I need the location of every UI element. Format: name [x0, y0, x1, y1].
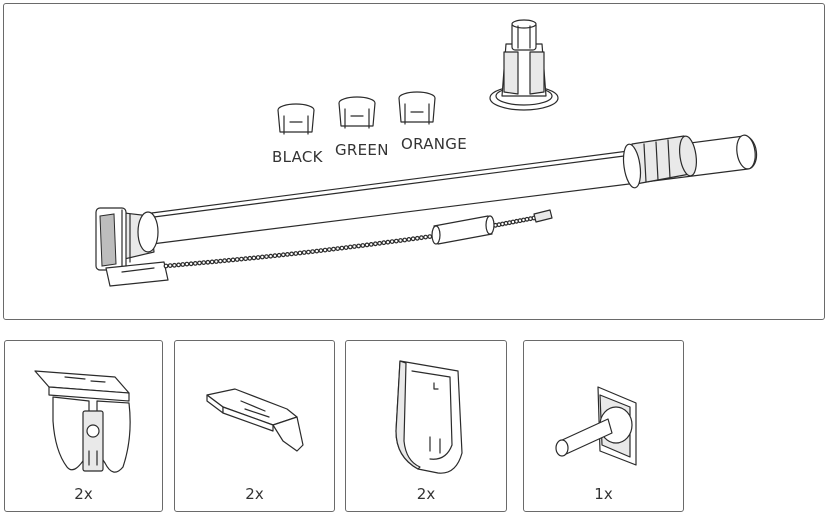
clip-drawings	[277, 91, 436, 135]
chain-bead	[301, 250, 307, 255]
part-quantity: 2x	[245, 485, 264, 503]
chain-bead	[377, 240, 383, 246]
idler-pin-drawing	[555, 386, 637, 466]
part-card-idler-pin: 1x	[523, 340, 684, 512]
chain-bead	[217, 258, 223, 264]
chain-bead	[171, 262, 177, 268]
chain-bead	[398, 238, 403, 243]
chain-bead	[402, 237, 408, 243]
chain-bead	[222, 258, 228, 264]
chain-bead	[197, 260, 202, 266]
chain-connector	[533, 209, 553, 223]
chain-bead	[335, 246, 341, 252]
chain-bead	[419, 235, 424, 241]
chain-bead	[226, 257, 232, 263]
chain-weight	[431, 215, 495, 245]
chain-bead	[163, 263, 169, 269]
part-quantity: 2x	[416, 485, 436, 503]
mounting-bracket-drawing	[34, 370, 131, 473]
chain-bead	[201, 260, 207, 266]
chain-bead	[188, 261, 194, 267]
chain-bead	[209, 259, 215, 265]
chain-bead	[310, 249, 316, 255]
clip-green	[338, 96, 376, 129]
chain-bead	[343, 245, 349, 251]
part-card-mounting-bracket: 2x	[4, 340, 163, 512]
chain-bead	[205, 259, 211, 265]
clutch-drive-unit	[95, 207, 169, 287]
chain-bead	[167, 263, 173, 269]
chain-bead	[322, 247, 328, 253]
part-card-clip-bracket: 2x	[174, 340, 335, 512]
chain-bead	[423, 234, 429, 240]
chain-bead	[364, 242, 370, 248]
clip-orange	[398, 91, 436, 125]
chain-bead	[410, 236, 416, 242]
chain-bead	[184, 261, 190, 267]
assembly-panel: BLACK GREEN ORANGE	[3, 3, 825, 320]
chain-bead	[234, 257, 240, 262]
clip-label-black: BLACK	[272, 148, 323, 166]
part-quantity: 1x	[594, 485, 613, 503]
roller-tube	[143, 134, 758, 245]
chain-bead	[389, 239, 395, 245]
clip-label-orange: ORANGE	[401, 135, 468, 153]
chain-bead	[339, 245, 345, 251]
chain-bead	[352, 244, 357, 249]
chain-bead	[268, 253, 274, 259]
bead-chain	[163, 215, 537, 269]
chain-bead	[264, 254, 269, 260]
chain-bead	[176, 262, 182, 268]
chain-bead	[406, 236, 412, 242]
chain-bead	[259, 254, 265, 260]
chain-bead	[318, 248, 324, 254]
chain-bead	[251, 255, 257, 261]
chain-bead	[255, 255, 261, 260]
roller-tube-assembly-drawing	[95, 19, 758, 287]
idler-mounting-pin	[489, 19, 559, 111]
chain-bead	[272, 253, 278, 259]
part-card-end-cover: 2x	[345, 340, 507, 512]
chain-bead	[306, 249, 311, 255]
chain-bead	[238, 256, 244, 262]
part-quantity: 2x	[74, 485, 93, 503]
chain-bead	[368, 241, 374, 247]
chain-bead	[385, 239, 391, 245]
chain-bead	[285, 251, 290, 257]
chain-bead	[293, 251, 299, 256]
chain-bead	[243, 256, 249, 262]
chain-bead	[356, 243, 362, 249]
chain-bead	[373, 241, 378, 247]
idler-end-cap	[622, 135, 697, 189]
end-cover-drawing	[395, 360, 463, 474]
clip-bracket-drawing	[206, 388, 304, 452]
chain-bead	[192, 261, 198, 266]
chain-bead	[297, 250, 303, 256]
chain-bead	[360, 243, 366, 248]
clip-black	[277, 103, 315, 135]
chain-bead	[393, 238, 399, 244]
chain-bead	[230, 257, 236, 263]
clip-label-green: GREEN	[335, 141, 389, 159]
chain-bead	[276, 252, 282, 258]
chain-bead	[326, 247, 332, 253]
chain-bead	[331, 246, 336, 252]
chain-bead	[289, 251, 295, 257]
